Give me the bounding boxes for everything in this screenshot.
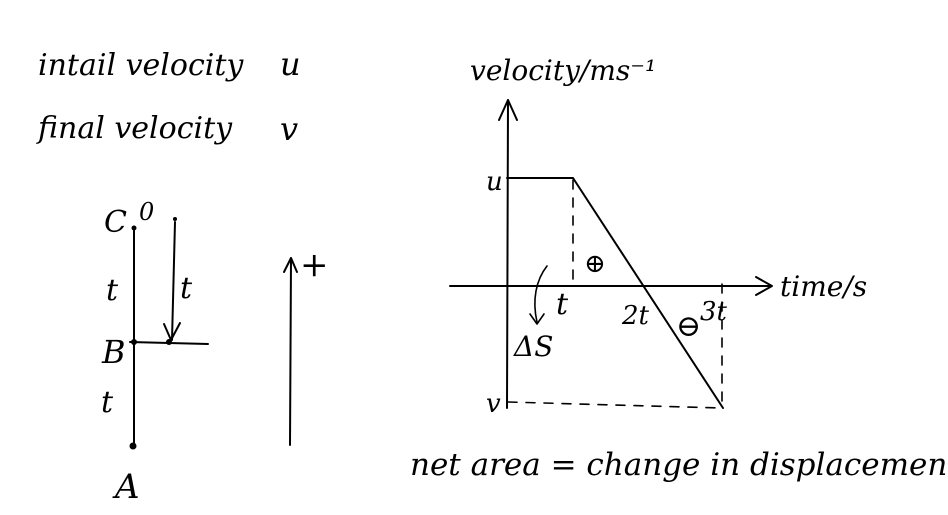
arrow-end-dot <box>166 339 172 345</box>
area-pointer-arrow <box>534 265 548 323</box>
y-axis-label: velocity/ms⁻¹ <box>470 54 656 87</box>
note-initial-velocity-symbol: u <box>280 45 301 83</box>
x-axis-label: time/s <box>780 270 867 303</box>
x-tick-2t: 2t <box>621 301 650 331</box>
y-axis <box>506 99 509 409</box>
motion-diagram: C 0 t t B t A <box>101 198 209 507</box>
negative-area-marker: ⊖ <box>676 309 701 344</box>
segment-lower-time: t <box>101 385 114 420</box>
x-axis-arrowhead <box>755 276 773 296</box>
area-pointer-arrowhead <box>529 313 545 325</box>
point-c-label: C <box>104 205 127 240</box>
positive-area-marker: ⊕ <box>584 249 606 279</box>
x-tick-3t: 3t <box>700 297 728 327</box>
arrow-time-label: t <box>180 271 193 306</box>
falling-arrow-shaft <box>171 221 176 341</box>
x-tick-t: t <box>556 287 569 322</box>
note-initial-velocity-label: intail velocity <box>38 48 244 83</box>
point-c-value: 0 <box>139 198 154 226</box>
point-b-dot <box>131 339 137 345</box>
point-c-dot <box>131 225 137 231</box>
segment-upper-time: t <box>106 273 119 308</box>
y-axis-arrowhead <box>498 99 518 121</box>
point-b-label: B <box>101 333 126 371</box>
positive-direction-indicator: + <box>283 245 329 446</box>
v-dashed-guide <box>507 401 723 409</box>
positive-sign: + <box>300 245 329 285</box>
velocity-time-graph: velocity/ms⁻¹ time/s u v t 2t 3t ⊕ ⊖ ΔS <box>449 54 867 419</box>
arrow-start-dot <box>173 217 177 221</box>
note-final-velocity-symbol: v <box>280 110 298 148</box>
direction-arrow-head <box>283 257 298 273</box>
direction-arrow-shaft <box>289 257 292 446</box>
velocity-line <box>506 177 724 409</box>
y-tick-v: v <box>486 389 501 419</box>
displacement-change-label: ΔS <box>513 330 553 363</box>
point-a-label: A <box>112 467 140 507</box>
y-tick-u: u <box>486 167 503 197</box>
net-area-note: net area = change in displacement. <box>410 447 948 483</box>
note-final-velocity-label: final velocity <box>36 111 233 146</box>
point-a-dot <box>129 442 137 450</box>
